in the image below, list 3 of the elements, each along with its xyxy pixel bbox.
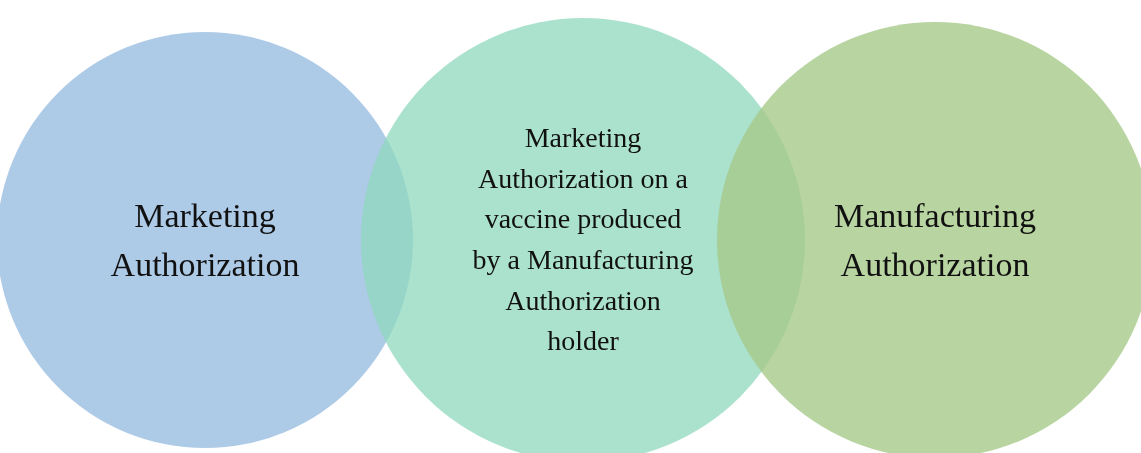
- circle-label: Marketing Authorization: [109, 195, 301, 285]
- circle-label: Marketing Authorization on a vaccine produced by a Manufacturing Authorization holder: [471, 121, 695, 359]
- circle-label: Manufacturing Authorization: [832, 195, 1037, 285]
